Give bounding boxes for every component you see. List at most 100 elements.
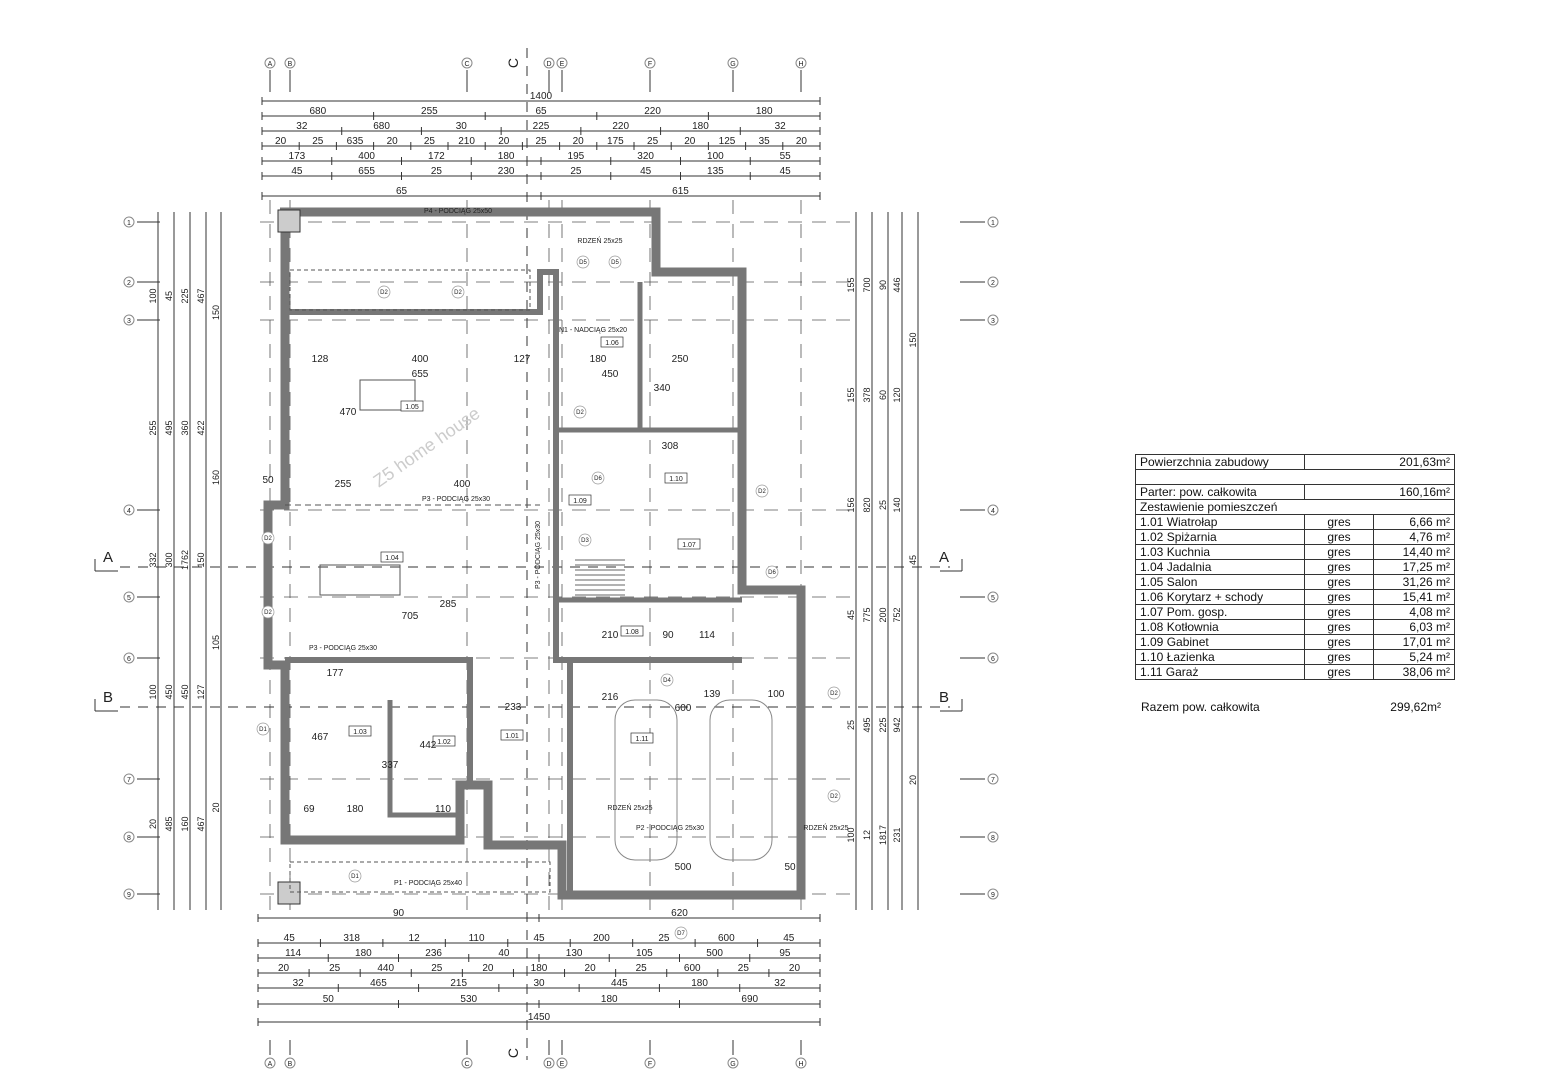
- room-floor: gres: [1304, 619, 1374, 635]
- dimension-text: 360: [180, 420, 190, 435]
- dimension-text: 680: [373, 121, 390, 132]
- total-area-label: Razem pow. całkowita: [1141, 700, 1260, 714]
- dimension-text: 20: [148, 819, 158, 829]
- door-label: D4: [663, 678, 671, 684]
- dimension-text: 20: [585, 963, 597, 974]
- room-floor: gres: [1304, 559, 1374, 575]
- axis-label: E: [560, 61, 565, 68]
- room-number: 1.01: [505, 733, 519, 740]
- dimension-text: 25: [431, 166, 443, 177]
- dimension-text: 450: [180, 684, 190, 699]
- dimension-text: 125: [719, 136, 736, 147]
- dimension-text: 150: [196, 552, 206, 567]
- room-floor: gres: [1304, 544, 1374, 560]
- dimension-text: 20: [789, 963, 801, 974]
- section-mark-right: B: [939, 689, 949, 706]
- dimension-text: 530: [460, 994, 477, 1005]
- door-label: D6: [768, 570, 776, 576]
- door-marker: [755, 484, 769, 498]
- door-label: D2: [830, 691, 838, 697]
- beam-label: P3 - PODCIĄG 25x30: [535, 521, 542, 589]
- room-number-box: [630, 732, 654, 744]
- axis-bubble: [644, 57, 656, 69]
- dimension-text: 422: [196, 420, 206, 435]
- interior-wall: [285, 269, 742, 663]
- room-dimension: 400: [412, 354, 429, 365]
- dimension-text: 12: [862, 830, 872, 840]
- door-label: D5: [611, 260, 619, 266]
- axis-bubble: [556, 57, 568, 69]
- room-dimension: 177: [327, 668, 344, 679]
- dimension-text: 318: [343, 933, 360, 944]
- dimension-text: 378: [862, 387, 872, 402]
- axis-bubble: [795, 1057, 807, 1069]
- axis-label: C: [464, 61, 469, 68]
- dimension-text: 1400: [530, 91, 553, 102]
- room-dimension: 216: [602, 692, 619, 703]
- door-label: D3: [581, 538, 589, 544]
- door-marker: [765, 565, 779, 579]
- door-marker: [827, 686, 841, 700]
- room-number-box: [432, 735, 456, 747]
- room-floor: gres: [1304, 574, 1374, 590]
- dimension-text: 25: [424, 136, 436, 147]
- dimension-text: 1817: [878, 825, 888, 845]
- dimension-text: 495: [164, 420, 174, 435]
- dimension-text: 820: [862, 497, 872, 512]
- dimension-text: 175: [607, 136, 624, 147]
- dimension-text: 300: [164, 552, 174, 567]
- dimension-text: 173: [289, 151, 306, 162]
- room-area: 17,01 m²: [1373, 634, 1455, 650]
- room-dimension: 705: [402, 611, 419, 622]
- axis-label: H: [798, 61, 803, 68]
- room-number-box: [677, 538, 701, 550]
- dimension-text: 45: [640, 166, 652, 177]
- exterior-wall: [280, 207, 747, 500]
- room-floor: gres: [1304, 514, 1374, 530]
- dimension-text: 127: [196, 684, 206, 699]
- dimension-text: 30: [533, 978, 545, 989]
- car-outline: [709, 699, 773, 861]
- dimension-text: 30: [456, 121, 468, 132]
- dimension-text: 20: [275, 136, 287, 147]
- dimension-text: 615: [672, 186, 689, 197]
- axis-bubble: [987, 888, 999, 900]
- axis-bubble: [987, 504, 999, 516]
- dimension-text: 20: [387, 136, 399, 147]
- door-label: D5: [579, 260, 587, 266]
- dimension-text: 135: [707, 166, 724, 177]
- dimension-text: 155: [846, 277, 856, 292]
- room-number-box: [620, 625, 644, 637]
- dimension-text: 25: [636, 963, 648, 974]
- dimension-text: 230: [498, 166, 515, 177]
- room-dimension: 470: [340, 407, 357, 418]
- room-name: 1.04 Jadalnia: [1135, 559, 1305, 575]
- axis-label: 4: [127, 508, 131, 515]
- door-label: D1: [259, 727, 267, 733]
- room-name: 1.07 Pom. gosp.: [1135, 604, 1305, 620]
- dimension-text: 600: [684, 963, 701, 974]
- dimension-text: 55: [780, 151, 792, 162]
- axis-label: D: [546, 61, 551, 68]
- room-dimension: 100: [768, 689, 785, 700]
- room-number: 1.05: [405, 404, 419, 411]
- axis-label: 9: [127, 892, 131, 899]
- axis-label: B: [288, 1061, 293, 1068]
- room-number-box: [380, 551, 404, 563]
- dimension-text: 220: [612, 121, 629, 132]
- dimension-text: 150: [211, 305, 221, 320]
- room-area: 5,24 m²: [1373, 649, 1455, 665]
- dimension-text: 110: [469, 933, 485, 944]
- dimension-text: 180: [691, 978, 708, 989]
- dimension-text: 120: [892, 387, 902, 402]
- room-name: 1.11 Garaż: [1135, 664, 1305, 680]
- axis-label: E: [560, 1061, 565, 1068]
- dimension-text: 45: [284, 933, 296, 944]
- axis-bubble: [264, 57, 276, 69]
- dimension-text: 20: [573, 136, 585, 147]
- dimension-text: 100: [148, 288, 158, 303]
